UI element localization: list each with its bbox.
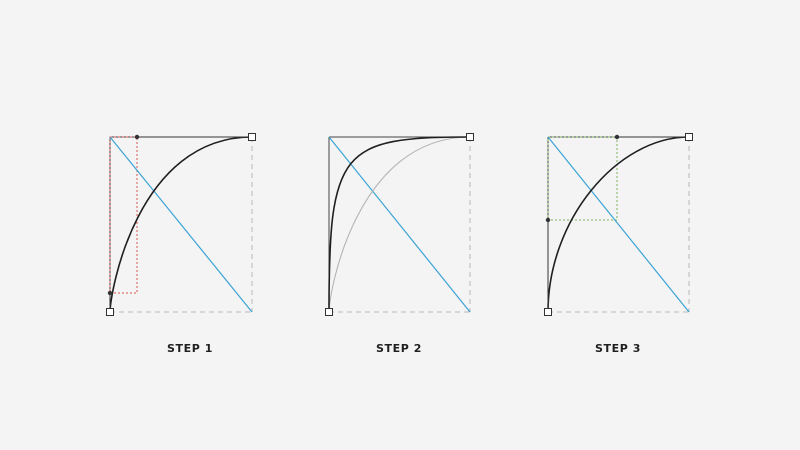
reference-curve <box>328 136 471 313</box>
panel-step-1 <box>106 133 256 316</box>
step-1-label: STEP 1 <box>166 342 214 355</box>
bezier-curve <box>328 136 471 313</box>
anchor-end <box>248 133 256 141</box>
anchor-start <box>325 308 333 316</box>
bezier-curve <box>109 136 253 313</box>
handle-box-red <box>109 136 138 294</box>
step-2-label: STEP 2 <box>375 342 423 355</box>
anchor-end <box>466 133 474 141</box>
diagonal-line <box>109 136 253 313</box>
control-point <box>614 134 620 140</box>
step-3-label: STEP 3 <box>594 342 642 355</box>
panel-step-3 <box>544 133 693 316</box>
bezier-curve <box>547 136 690 313</box>
anchor-end <box>685 133 693 141</box>
panel-step-2 <box>325 133 474 316</box>
control-point <box>134 134 140 140</box>
control-point <box>107 290 113 296</box>
anchor-start <box>544 308 552 316</box>
control-point <box>545 217 551 223</box>
anchor-start <box>106 308 114 316</box>
diagonal-line <box>328 136 471 313</box>
diagonal-line <box>547 136 690 313</box>
